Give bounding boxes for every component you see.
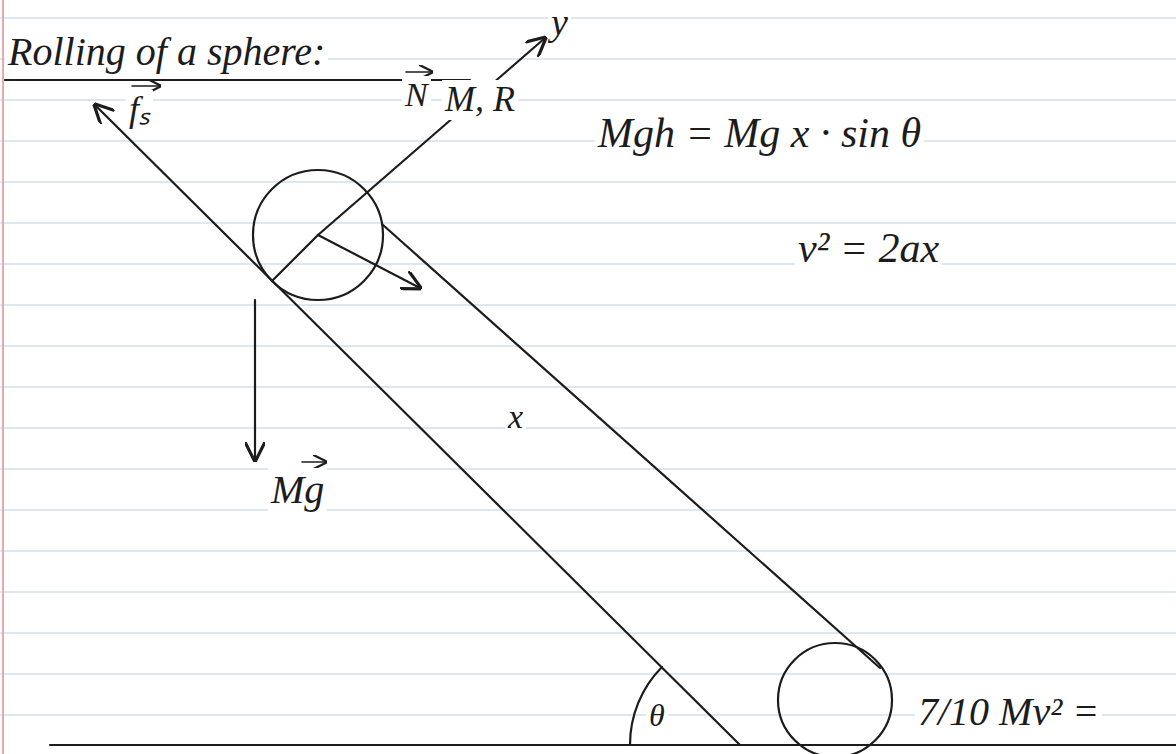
radius-line	[272, 235, 318, 281]
force-label: fₛ	[126, 90, 153, 130]
sphere-bottom	[778, 643, 892, 754]
axis-label: y	[548, 2, 571, 44]
force-label: Mg	[268, 468, 327, 512]
equation: Mgh = Mg x · sin θ	[595, 110, 924, 156]
normal-axis-arrow	[318, 38, 545, 235]
ruled-lines	[0, 18, 1176, 715]
weight-arrow	[254, 300, 256, 460]
equation: 7/10 Mv² =	[915, 690, 1102, 734]
margin-line	[2, 0, 4, 754]
title-underline	[5, 79, 470, 81]
equation: v² = 2ax	[795, 225, 942, 271]
vector-arrow	[132, 85, 160, 87]
vector-arrow	[406, 71, 432, 73]
angle-label: θ	[646, 698, 668, 733]
force-label: N	[402, 76, 431, 113]
body-label: M, R	[442, 80, 518, 120]
ground-line	[50, 744, 1176, 746]
distance-line	[383, 225, 880, 668]
section-title: Rolling of a sphere:	[5, 30, 328, 74]
distance-label: x	[505, 398, 526, 435]
vector-arrow	[302, 461, 326, 463]
incline-line	[95, 105, 740, 745]
